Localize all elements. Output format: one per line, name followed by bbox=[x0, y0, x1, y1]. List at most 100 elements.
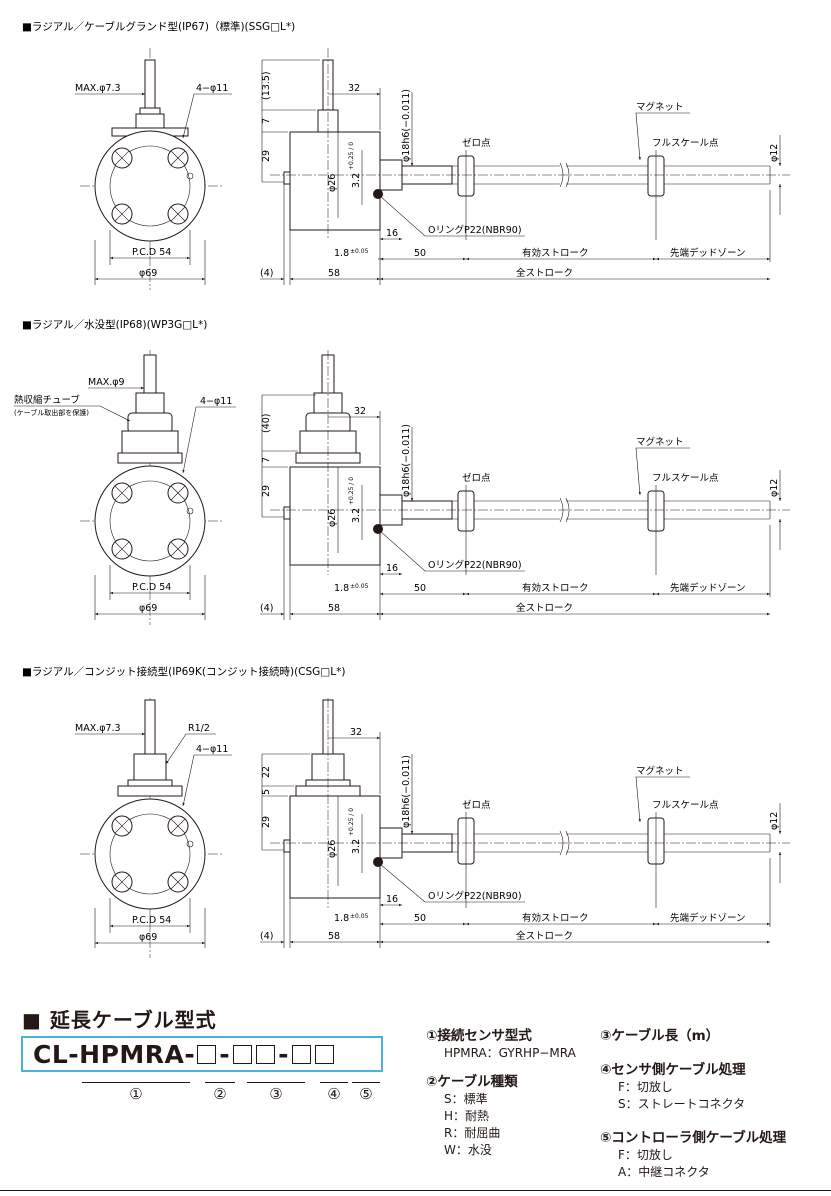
r12-label: R1/2 bbox=[188, 723, 210, 734]
gland-height-label: 5 bbox=[261, 789, 272, 795]
code-underline-2 bbox=[205, 1082, 235, 1083]
legend-heading: ④センサ側ケーブル処理 bbox=[600, 1062, 746, 1078]
dia69-label: φ69 bbox=[139, 932, 157, 943]
d16-label: 16 bbox=[386, 563, 398, 574]
rod-dia-label: φ18h6(−0.011) bbox=[401, 89, 412, 162]
offset-label: 3.2 bbox=[351, 508, 362, 523]
rod-dia-label: φ18h6(−0.011) bbox=[401, 424, 412, 497]
width32-label: 32 bbox=[348, 83, 360, 94]
tube-sub-label: (ケーブル取出部を保護) bbox=[14, 408, 89, 417]
section-title: ■ラジアル／ケーブルグランド型(IP67)（標準)(SSG□L*) bbox=[22, 20, 295, 33]
legend-item: HPMRA：GYRHP−MRA bbox=[444, 1046, 576, 1060]
d18-label: 1.8 bbox=[334, 913, 349, 924]
marker-4: ④ bbox=[327, 1085, 341, 1103]
legend-group-2: ②ケーブル種類 S：標準 H：耐熱 R：耐屈曲 W：水没 bbox=[426, 1074, 518, 1159]
front-view: MAX.φ9 熱収縮チューブ (ケーブル取出部を保護) 4−φ11 P.C.D … bbox=[14, 350, 236, 625]
section-title: ■ラジアル／コンジット接続型(IP69K(コンジット接続時)(CSG□L*) bbox=[22, 665, 345, 678]
rod-dia-label: φ18h6(−0.011) bbox=[401, 755, 412, 828]
d58-label: 58 bbox=[328, 268, 340, 279]
magnet-label: マグネット bbox=[636, 765, 684, 777]
body-height-label: 29 bbox=[261, 485, 272, 497]
magnet-label: マグネット bbox=[636, 101, 684, 113]
offset-label: 3.2 bbox=[351, 173, 362, 188]
section-conduit: ■ラジアル／コンジット接続型(IP69K(コンジット接続時)(CSG□L*) M… bbox=[22, 665, 790, 958]
d50-label: 50 bbox=[414, 913, 426, 924]
code-box-2 bbox=[233, 1044, 253, 1064]
full-stroke-label: 全ストローク bbox=[516, 602, 573, 614]
fullscale-label: フルスケール点 bbox=[652, 473, 719, 484]
side-view: 22 5 29 32 φ18h6(−0.011) ゼロ点 マグネット フルスケー… bbox=[260, 698, 790, 948]
d18-label: 1.8 bbox=[334, 583, 349, 594]
marker-3: ③ bbox=[269, 1085, 283, 1103]
zero-point-label: ゼロ点 bbox=[462, 472, 491, 484]
offset-tol-label: +0.25 / 0 bbox=[348, 477, 355, 505]
stroke-label: 有効ストローク bbox=[522, 582, 589, 594]
cable-model-title: ■ 延長ケーブル型式 bbox=[22, 1008, 217, 1032]
dia12-label: φ12 bbox=[769, 479, 780, 497]
side-height-label: 22 bbox=[261, 766, 272, 778]
dead-zone-label: 先端デッドゾーン bbox=[670, 247, 746, 259]
dia12-label: φ12 bbox=[769, 144, 780, 162]
d18-tol-label: ±0.05 bbox=[350, 583, 369, 590]
side-view: (13.5) 7 29 32 φ18h6(−0.011) ゼロ点 マグネット フ… bbox=[260, 48, 790, 285]
code-box-5 bbox=[315, 1044, 335, 1064]
pcd-label: P.C.D 54 bbox=[132, 582, 171, 593]
marker-2: ② bbox=[213, 1085, 227, 1103]
legend-group-4: ④センサ側ケーブル処理 F：切放し S：ストレートコネクタ bbox=[600, 1062, 746, 1113]
section-title: ■ラジアル／水没型(IP68)(WP3G□L*) bbox=[22, 318, 207, 331]
legend-group-1: ①接続センサ型式 HPMRA：GYRHP−MRA bbox=[426, 1028, 576, 1062]
oring-label: OリングP22(NBR90) bbox=[428, 224, 522, 236]
stroke-label: 有効ストローク bbox=[522, 912, 589, 924]
pcd-label: P.C.D 54 bbox=[132, 247, 171, 258]
hole-label: 4−φ11 bbox=[196, 83, 228, 94]
max-dia-label: MAX.φ7.3 bbox=[75, 723, 121, 734]
code-dash: - bbox=[219, 1039, 231, 1069]
side-view: (40) 7 29 32 φ18h6(−0.011) ゼロ点 マグネット フルス… bbox=[260, 350, 790, 620]
dead-zone-label: 先端デッドゾーン bbox=[670, 912, 746, 924]
d50-label: 50 bbox=[414, 248, 426, 259]
dia26-label: φ26 bbox=[327, 509, 338, 527]
code-underline-4 bbox=[320, 1082, 348, 1083]
d58-label: 58 bbox=[328, 931, 340, 942]
code-box-3 bbox=[256, 1044, 276, 1064]
dia69-label: φ69 bbox=[139, 268, 157, 279]
offset-tol-label: +0.25 / 0 bbox=[348, 808, 355, 836]
legend-item: W：水没 bbox=[444, 1143, 492, 1157]
section-cable-gland: ■ラジアル／ケーブルグランド型(IP67)（標準)(SSG□L*) MAX.φ7… bbox=[22, 20, 790, 290]
dia69-label: φ69 bbox=[139, 603, 157, 614]
dia26-label: φ26 bbox=[327, 174, 338, 192]
d58-label: 58 bbox=[328, 603, 340, 614]
width32-label: 32 bbox=[354, 406, 366, 417]
legend-group-5: ⑤コントローラ側ケーブル処理 F：切放し A：中継コネクタ bbox=[600, 1130, 786, 1181]
d50-label: 50 bbox=[414, 583, 426, 594]
legend-heading: ⑤コントローラ側ケーブル処理 bbox=[600, 1130, 787, 1146]
dia26-label: φ26 bbox=[327, 840, 338, 858]
legend-item: S：標準 bbox=[444, 1092, 488, 1106]
marker-5: ⑤ bbox=[359, 1085, 373, 1103]
code-dash: - bbox=[278, 1039, 290, 1069]
width32-label: 32 bbox=[350, 727, 362, 738]
bolt-hole-icon bbox=[111, 815, 189, 893]
gland-height-label: 7 bbox=[261, 118, 272, 124]
dia12-label: φ12 bbox=[769, 812, 780, 830]
fullscale-label: フルスケール点 bbox=[652, 138, 719, 149]
legend-item: A：中継コネクタ bbox=[618, 1165, 710, 1179]
bolt-hole-icon bbox=[111, 147, 189, 225]
dead-zone-label: 先端デッドゾーン bbox=[670, 582, 746, 594]
d16-label: 16 bbox=[386, 228, 398, 239]
cable-model-code: CL-HPMRA- - - bbox=[21, 1036, 383, 1072]
oring-label: OリングP22(NBR90) bbox=[428, 559, 522, 571]
d18-tol-label: ±0.05 bbox=[350, 913, 369, 920]
max-dia-label: MAX.φ7.3 bbox=[75, 83, 121, 94]
gland-height-label: 7 bbox=[261, 457, 272, 463]
zero-point-label: ゼロ点 bbox=[462, 137, 491, 149]
section-submersible: ■ラジアル／水没型(IP68)(WP3G□L*) MAX.φ9 熱収縮チューブ … bbox=[14, 318, 790, 625]
tube-label: 熱収縮チューブ bbox=[14, 394, 80, 406]
d18-label: 1.8 bbox=[334, 248, 349, 259]
code-box-4 bbox=[292, 1044, 312, 1064]
offset-label: 3.2 bbox=[351, 839, 362, 854]
stroke-label: 有効ストローク bbox=[522, 247, 589, 259]
side-height-label: (13.5) bbox=[261, 71, 272, 100]
legend-heading: ①接続センサ型式 bbox=[426, 1028, 532, 1044]
oring-label: OリングP22(NBR90) bbox=[428, 890, 522, 902]
